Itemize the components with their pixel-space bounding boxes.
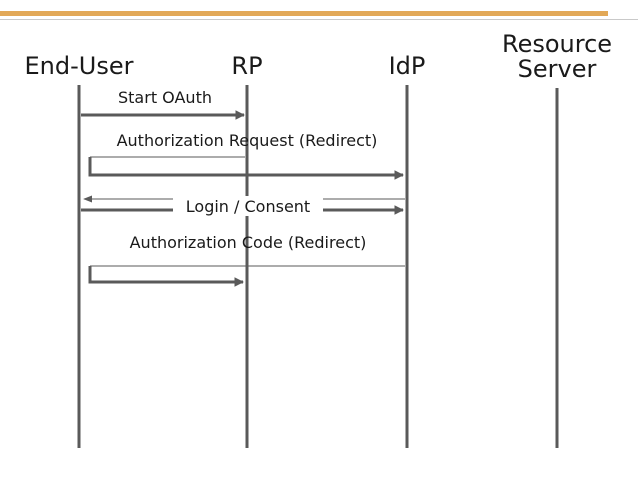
actor-idp: IdP <box>389 52 426 80</box>
header-decoration <box>0 0 638 22</box>
message-label-authorization-request: Authorization Request (Redirect) <box>117 131 378 150</box>
actor-resource-server: Resource Server <box>502 30 612 83</box>
message-label-authorization-code: Authorization Code (Redirect) <box>130 233 367 252</box>
actor-resource-server-line2: Server <box>518 55 597 83</box>
actor-end-user: End-User <box>25 52 134 80</box>
divider-line <box>0 19 638 20</box>
arrow-authorization-request <box>88 157 404 180</box>
message-label-start-oauth: Start OAuth <box>118 88 212 107</box>
arrow-authorization-code <box>88 266 244 287</box>
actor-rp: RP <box>231 52 262 80</box>
actor-resource-server-line1: Resource <box>502 30 612 58</box>
message-login-consent: Login / Consent <box>81 195 405 216</box>
message-start-oauth: Start OAuth <box>81 88 245 120</box>
label-background <box>173 196 323 216</box>
message-authorization-request: Authorization Request (Redirect) <box>88 131 404 180</box>
accent-bar <box>0 11 608 16</box>
message-authorization-code: Authorization Code (Redirect) <box>88 233 405 287</box>
message-label-login-consent: Login / Consent <box>186 197 310 216</box>
